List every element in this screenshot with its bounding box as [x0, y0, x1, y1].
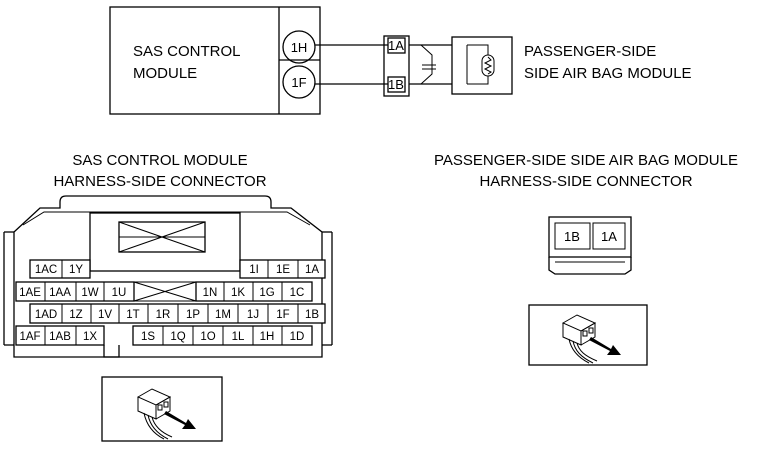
sas-pin-1o: 1O	[200, 331, 215, 343]
conn-pin-bottom: 1B	[388, 77, 404, 92]
sas-pin-1z: 1Z	[69, 309, 82, 321]
sas-pin-row-4: 1AF 1AB 1X 1S 1Q 1O 1L 1H 1D	[15, 325, 313, 358]
sas-module-label-line1: SAS CONTROL	[133, 43, 241, 60]
airbag-pin-1b: 1B	[564, 229, 580, 244]
sas-harness-connector: 1AC 1Y 1I 1E 1A 1AE 1AA 1W 1U 1N 1K 1G	[3, 195, 333, 358]
sas-pin-1k: 1K	[231, 287, 245, 299]
sas-pin-circle-top	[282, 30, 316, 64]
sas-pin-1b: 1B	[305, 309, 319, 321]
probe-view-icon	[101, 376, 223, 442]
airbag-harness-connector: 1B 1A	[548, 216, 632, 275]
sas-pin-1i: 1I	[249, 264, 259, 276]
sas-control-module-block: SAS CONTROL MODULE 1H 1F	[109, 6, 321, 115]
sas-pin-1w: 1W	[81, 287, 98, 299]
sas-pin-1n: 1N	[203, 287, 218, 299]
sas-pin-1s: 1S	[141, 331, 155, 343]
sas-pin-1f: 1F	[276, 309, 289, 321]
sas-pin-1j: 1J	[247, 309, 259, 321]
sas-pin-1ae: 1AE	[19, 287, 41, 299]
probe-view-icon	[528, 304, 648, 366]
sas-pin-row-3: 1AD 1Z 1V 1T 1R 1P 1M 1J 1F 1B	[29, 303, 326, 324]
sas-pin-1a: 1A	[305, 264, 319, 276]
sas-pin-circle-bottom	[282, 65, 316, 99]
sas-pin-1m: 1M	[215, 309, 231, 321]
sas-pin-1c: 1C	[290, 287, 305, 299]
airbag-connector-title-line2: HARNESS-SIDE CONNECTOR	[479, 173, 692, 190]
airbag-label-line2: SIDE AIR BAG MODULE	[524, 65, 692, 82]
sas-pin-1ac: 1AC	[35, 264, 57, 276]
sas-pin-1l: 1L	[232, 331, 245, 343]
resistor-icon	[481, 54, 495, 77]
conn-pin-top: 1A	[388, 38, 404, 53]
sas-pin-1v: 1V	[98, 309, 112, 321]
sas-module-label-line2: MODULE	[133, 65, 197, 82]
sas-pin-1af: 1AF	[19, 331, 40, 343]
sas-connector-title-line2: HARNESS-SIDE CONNECTOR	[53, 173, 266, 190]
sas-pin-1h: 1H	[260, 331, 275, 343]
sas-pin-1q: 1Q	[170, 331, 185, 343]
sas-pin-1d: 1D	[290, 331, 305, 343]
sas-pin-1p: 1P	[186, 309, 200, 321]
airbag-connector-title-line1: PASSENGER-SIDE SIDE AIR BAG MODULE	[434, 152, 738, 169]
sas-pin-1ad: 1AD	[35, 309, 57, 321]
sas-connector-title-line1: SAS CONTROL MODULE	[72, 152, 247, 169]
sas-pin-row-2: 1AE 1AA 1W 1U 1N 1K 1G 1C	[15, 281, 313, 302]
sas-pin-row-1: 1AC 1Y 1I 1E 1A	[29, 259, 326, 279]
sas-pin-1r: 1R	[156, 309, 171, 321]
sas-pin-1g: 1G	[259, 287, 274, 299]
inline-connector: 1A 1B	[383, 35, 436, 97]
sas-pin-1u: 1U	[112, 287, 127, 299]
sas-pin-1t: 1T	[126, 309, 139, 321]
airbag-pin-1a: 1A	[601, 229, 617, 244]
sas-pin-top: 1H	[291, 40, 308, 55]
airbag-module-box	[451, 36, 513, 95]
sas-pin-1ab: 1AB	[49, 331, 71, 343]
sas-pin-1y: 1Y	[69, 264, 83, 276]
airbag-module-block: PASSENGER-SIDE SIDE AIR BAG MODULE	[451, 36, 692, 95]
sas-pin-1e: 1E	[276, 264, 290, 276]
sas-pin-bottom: 1F	[291, 75, 306, 90]
sas-pin-1aa: 1AA	[49, 287, 71, 299]
sas-pin-1x: 1X	[83, 331, 97, 343]
airbag-label-line1: PASSENGER-SIDE	[524, 43, 656, 60]
